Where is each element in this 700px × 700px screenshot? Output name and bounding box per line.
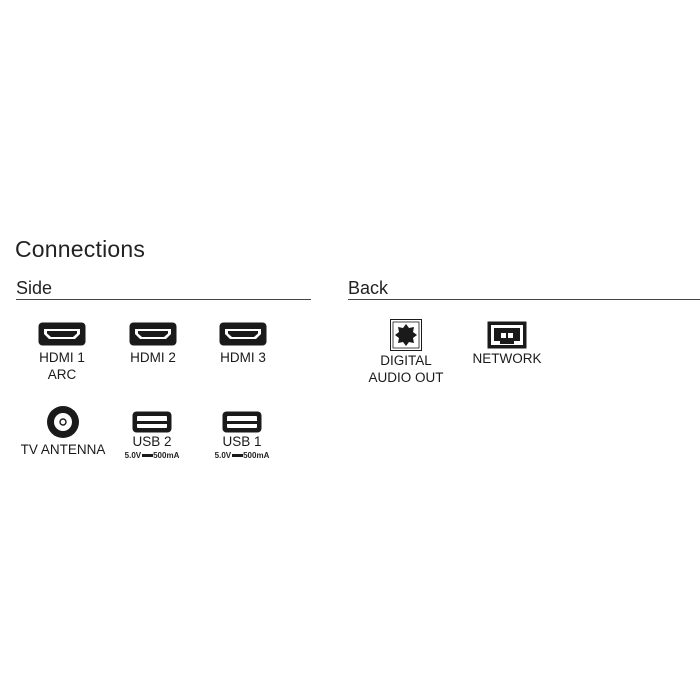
section-heading-back: Back: [348, 278, 389, 298]
port-label: HDMI 1 ARC: [39, 350, 85, 382]
port-usb-1: USB 1 5.0V 500mA: [202, 411, 282, 460]
port-label: DIGITAL AUDIO OUT: [368, 353, 444, 385]
port-network: NETWORK: [467, 321, 547, 367]
port-hdmi-3: HDMI 3: [203, 322, 283, 366]
port-label: USB 1: [222, 434, 262, 449]
port-label: NETWORK: [472, 351, 542, 366]
port-label: TV ANTENNA: [20, 442, 106, 457]
section-heading-side: Side: [16, 278, 53, 298]
hdmi-port-icon: [38, 322, 86, 346]
dc-symbol-icon: [141, 454, 153, 457]
usb-port-icon: [132, 411, 172, 433]
port-usb-2: USB 2 5.0V 500mA: [112, 411, 192, 460]
port-label: HDMI 3: [220, 350, 266, 365]
port-hdmi-1: HDMI 1 ARC: [22, 322, 102, 383]
section-rule-back: [348, 299, 700, 300]
section-rule-side: [16, 299, 311, 300]
spec-voltage: 5.0V: [124, 451, 142, 460]
page-title: Connections: [15, 236, 146, 262]
port-label: HDMI 2: [130, 350, 176, 365]
hdmi-port-icon: [219, 322, 267, 346]
optical-audio-port-icon: [390, 319, 422, 351]
spec-current: 500mA: [243, 451, 270, 460]
antenna-port-icon: [45, 405, 81, 439]
dc-symbol-icon: [231, 454, 243, 457]
spec-current: 500mA: [153, 451, 180, 460]
port-digital-audio-out: DIGITAL AUDIO OUT: [362, 319, 450, 386]
usb-port-icon: [222, 411, 262, 433]
ethernet-port-icon: [487, 321, 527, 349]
spec-voltage: 5.0V: [214, 451, 232, 460]
port-tv-antenna: TV ANTENNA: [16, 405, 110, 458]
port-label: USB 2: [132, 434, 172, 449]
hdmi-port-icon: [129, 322, 177, 346]
usb-power-spec: 5.0V 500mA: [202, 451, 282, 460]
port-hdmi-2: HDMI 2: [113, 322, 193, 366]
usb-power-spec: 5.0V 500mA: [112, 451, 192, 460]
